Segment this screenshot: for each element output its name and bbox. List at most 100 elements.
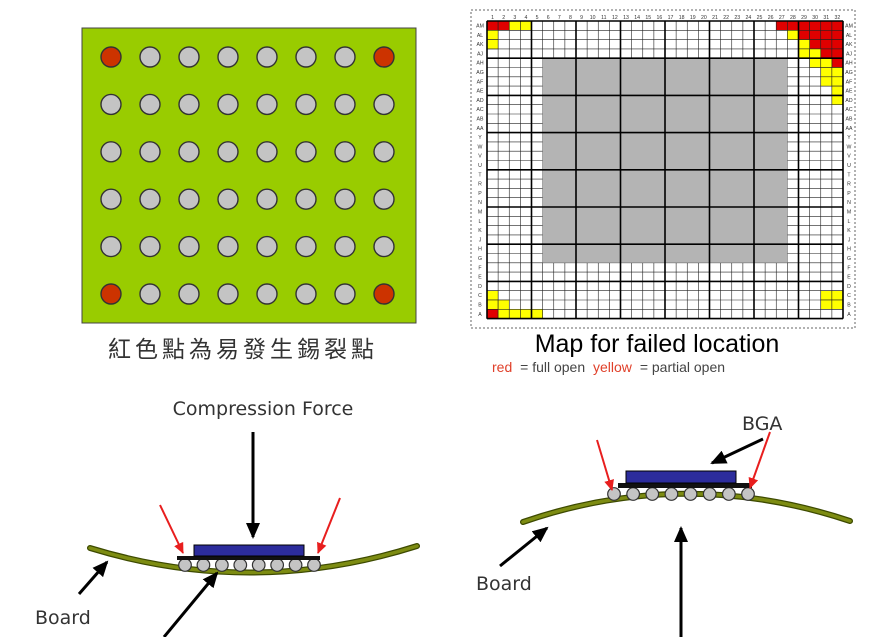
row-label-left: F <box>478 265 481 271</box>
solder-ball <box>100 93 122 116</box>
row-label-left: AE <box>477 89 484 95</box>
row-label-right: H <box>847 247 851 253</box>
column-label: 13 <box>623 15 629 21</box>
solder-ball <box>288 558 303 572</box>
map-cells <box>486 20 844 320</box>
column-label: 17 <box>668 15 674 21</box>
column-label: 16 <box>657 15 663 21</box>
crack-prone-solder-ball <box>373 46 395 68</box>
solder-ball <box>256 283 278 305</box>
partial-open-ball <box>809 57 822 68</box>
board-pointer-arrow <box>499 526 549 568</box>
row-label-left: AH <box>476 61 483 67</box>
row-label-left: P <box>478 191 482 197</box>
row-label-right: D <box>847 284 851 290</box>
partial-open-ball <box>531 308 543 319</box>
full-open-ball <box>809 20 822 31</box>
column-label: 25 <box>757 15 763 21</box>
partial-open-ball <box>798 48 810 59</box>
partial-open-ball <box>831 76 844 87</box>
full-open-ball <box>787 20 799 31</box>
row-label-right: AD <box>845 98 852 104</box>
column-label: 26 <box>768 15 774 21</box>
row-label-right: Y <box>847 135 851 141</box>
crack-point-caption: 紅色點為易發生錫裂點 <box>108 337 378 363</box>
map-legend: red = full open yellow = partial open <box>492 359 725 375</box>
solder-ball <box>178 93 200 116</box>
solder-ball <box>373 235 395 258</box>
partial-open-ball <box>831 85 844 96</box>
solder-ball <box>178 141 200 163</box>
row-label-left: AF <box>477 79 484 85</box>
partial-open-ball <box>508 20 521 31</box>
full-open-ball <box>820 29 833 40</box>
row-label-left: AM <box>476 23 484 29</box>
bga-package <box>625 470 737 484</box>
legend-red-word: red <box>492 359 512 375</box>
row-label-left: AL <box>477 33 483 39</box>
full-open-ball <box>775 20 788 31</box>
column-label: 15 <box>645 15 651 21</box>
legend-yellow-word: yellow <box>593 359 633 375</box>
row-label-left: AC <box>476 107 483 113</box>
solder-ball <box>295 46 317 68</box>
row-label-left: M <box>478 209 482 215</box>
solder-ball <box>334 283 356 305</box>
solder-ball <box>233 558 248 572</box>
row-label-left: AB <box>477 116 484 122</box>
column-label: 6 <box>547 15 550 21</box>
row-label-right: E <box>847 275 851 281</box>
column-label: 12 <box>612 15 618 21</box>
column-label: 14 <box>634 15 640 21</box>
bga-package <box>193 544 305 557</box>
partial-open-ball <box>820 67 833 78</box>
column-label: 8 <box>569 15 572 21</box>
partial-open-ball <box>831 290 844 301</box>
crack-pointer-right <box>317 497 341 554</box>
row-label-right: B <box>847 302 851 308</box>
partial-open-ball <box>486 299 499 310</box>
row-label-right: T <box>847 172 851 178</box>
solder-ball <box>295 141 317 163</box>
row-label-right: V <box>847 154 851 160</box>
solder-ball <box>334 46 356 68</box>
solder-ball <box>256 235 278 258</box>
solder-ball <box>178 283 200 305</box>
row-label-right: AC <box>845 107 852 113</box>
row-label-left: AK <box>477 42 484 48</box>
row-label-right: W <box>847 144 852 150</box>
row-label-right: AE <box>846 89 853 95</box>
partial-open-ball <box>798 39 810 50</box>
solder-ball <box>683 487 698 501</box>
board <box>88 544 419 575</box>
column-label: 28 <box>790 15 796 21</box>
row-label-left: B <box>478 302 482 308</box>
solder-ball <box>373 141 395 163</box>
solder-ball <box>307 558 321 572</box>
partial-open-ball <box>497 299 510 310</box>
crack-pointer-left <box>159 504 184 554</box>
solder-ball <box>100 235 122 258</box>
full-open-ball <box>486 20 499 31</box>
solder-ball <box>178 188 200 210</box>
row-label-left: AJ <box>477 51 483 57</box>
full-open-ball <box>798 29 810 40</box>
partial-open-ball <box>486 290 499 301</box>
full-open-ball <box>486 308 499 319</box>
solder-ball <box>721 487 736 501</box>
legend-red-desc: = full open <box>520 359 585 375</box>
row-label-right: P <box>847 191 851 197</box>
solder-ball <box>334 235 356 258</box>
solder-ball <box>270 558 285 572</box>
crack-prone-solder-ball <box>100 283 122 305</box>
full-open-ball <box>831 29 844 40</box>
row-label-right: AA <box>846 126 853 132</box>
row-label-right: U <box>847 163 851 169</box>
full-open-ball <box>831 20 844 31</box>
column-label: 21 <box>712 15 718 21</box>
partial-open-ball <box>809 48 822 59</box>
compression-force-label: Compression Force <box>173 398 354 420</box>
solder-pad-panel <box>81 27 417 324</box>
